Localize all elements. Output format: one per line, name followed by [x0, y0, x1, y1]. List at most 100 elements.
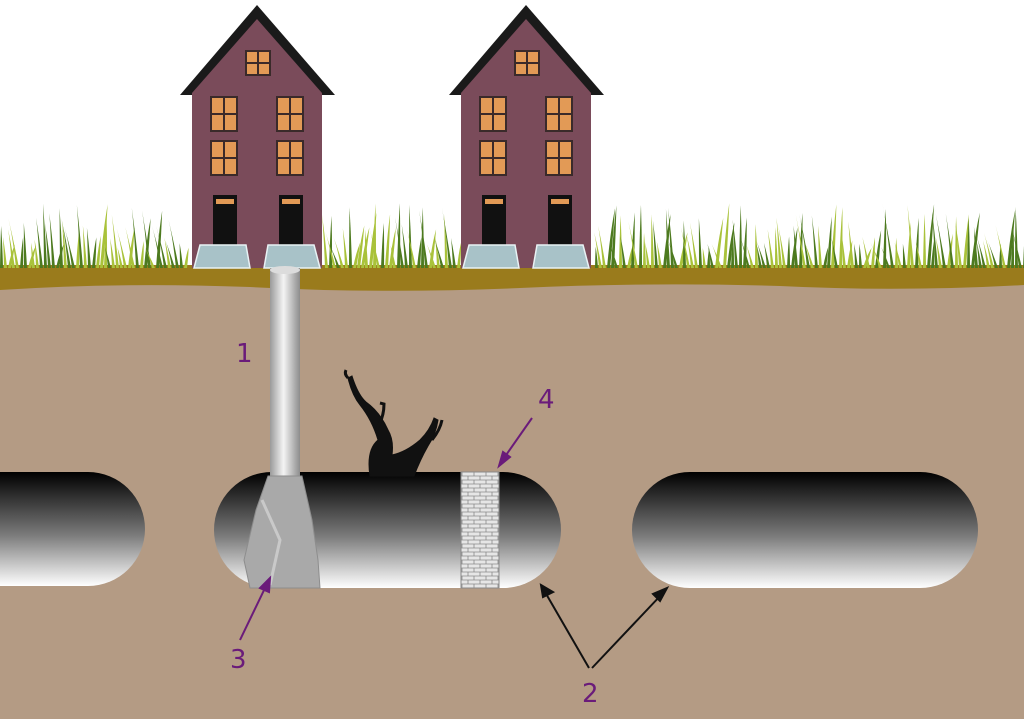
grass-blade: [831, 204, 837, 268]
grass-blade: [739, 205, 742, 268]
grass-blade: [156, 226, 167, 268]
grass-blade: [116, 228, 127, 268]
grass-blade: [931, 240, 935, 268]
grass-blade: [595, 246, 598, 268]
grass-blade: [767, 229, 774, 268]
tree-root-icon: [343, 369, 444, 477]
grass-blade: [907, 205, 914, 268]
grass-blade: [332, 234, 344, 268]
grass-blade: [168, 219, 179, 268]
grass-blade: [329, 215, 333, 268]
grass: [0, 203, 1024, 268]
grass-blade: [787, 236, 791, 268]
grass-blade: [831, 237, 838, 268]
grass-blade: [64, 227, 75, 268]
grass-blade: [342, 228, 348, 268]
grass-blade: [62, 220, 67, 268]
grass-blade: [457, 242, 462, 268]
grass-blade: [441, 207, 452, 268]
brick-wall-icon: [460, 471, 500, 589]
grass-blade: [357, 225, 365, 268]
grass-blade: [140, 241, 144, 268]
grass-blade: [731, 234, 735, 268]
grass-blade: [76, 229, 80, 268]
grass-blade: [823, 247, 829, 268]
grass-blade: [727, 222, 735, 268]
grass-blade: [609, 244, 618, 268]
grass-blade: [23, 222, 27, 268]
grass-blade: [184, 247, 189, 268]
grass-blade: [49, 213, 55, 268]
grass-blade: [723, 203, 730, 268]
grass-blade: [364, 229, 368, 268]
grass-blade: [645, 242, 650, 268]
grass-blade: [82, 225, 87, 268]
grass-blade: [628, 221, 638, 268]
grass-blade: [666, 237, 678, 268]
grass-blade: [1011, 226, 1022, 268]
grass-blade: [421, 207, 424, 268]
grass-blade: [385, 214, 391, 268]
grass-blade: [656, 241, 662, 268]
grass-blade: [397, 203, 401, 268]
grass-blade: [982, 240, 990, 268]
grass-blade: [96, 235, 101, 268]
grass-blade: [995, 225, 1006, 268]
grass-blade: [945, 213, 954, 268]
grass-blade: [20, 237, 24, 268]
grass-blade: [426, 244, 436, 268]
grass-blade: [935, 236, 942, 268]
grass-blade: [698, 218, 702, 268]
label-4: 4: [538, 385, 555, 415]
grass-blade: [987, 240, 998, 268]
grass-blade: [934, 205, 946, 268]
grass-blade: [92, 237, 97, 268]
grass-blade: [1015, 207, 1018, 268]
grass-blade: [639, 204, 642, 268]
grass-blade: [976, 241, 982, 268]
grass-blade: [763, 242, 770, 268]
grass-blade: [715, 217, 724, 268]
grass-blade: [871, 237, 876, 268]
grass-blade: [932, 212, 938, 268]
grass-blade: [811, 215, 818, 268]
grass-blade: [143, 244, 155, 268]
grass-blade: [325, 231, 336, 268]
grass-blade: [793, 225, 798, 268]
grass-blade: [409, 204, 412, 268]
grass-blade: [100, 204, 108, 268]
grass-blade: [2, 237, 8, 268]
grass-blade: [125, 226, 135, 268]
grass-blade: [955, 216, 958, 268]
topsoil-band: [0, 265, 1024, 291]
grass-blade: [381, 223, 385, 268]
grass-blade: [840, 229, 846, 268]
grass-blade: [983, 232, 994, 268]
grass-blade: [620, 235, 626, 268]
grass-blade: [110, 238, 115, 268]
grass-blade: [390, 245, 396, 268]
grass-blade: [927, 204, 935, 268]
grass-blade: [353, 242, 361, 268]
grass-blade: [967, 217, 970, 268]
grass-blade: [111, 214, 119, 268]
grass-blade: [827, 216, 832, 268]
grass-blade: [86, 227, 91, 268]
collapse-shading: [260, 499, 282, 586]
grass-blade: [799, 213, 810, 268]
arrow-icon: [239, 417, 533, 641]
grass-blade: [923, 213, 926, 268]
grass-blade: [643, 232, 646, 268]
house-icon: [449, 5, 604, 269]
grass-blade: [36, 217, 43, 268]
grass-blade: [407, 230, 416, 268]
grass-blade: [652, 220, 658, 268]
grass-blade: [895, 237, 898, 268]
grass-blade: [915, 218, 919, 268]
house-icon: [180, 5, 335, 269]
grass-blade: [902, 243, 906, 268]
grass-blade: [707, 247, 711, 268]
lateral-pipe-icon: [270, 268, 300, 478]
grass-blade: [881, 247, 890, 268]
grass-blade: [156, 210, 163, 268]
